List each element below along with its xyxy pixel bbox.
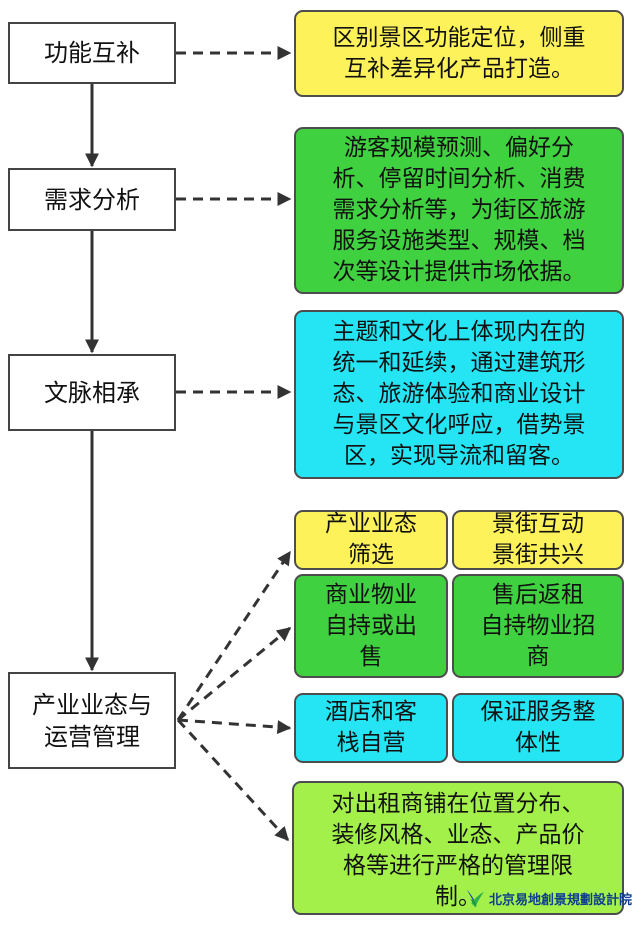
note-cultural-continuity: 主题和文化上体现内在的 统一和延续，通过建筑形 态、旅游体验和商业设计 与景区文… xyxy=(294,310,624,479)
note-demand-analysis: 游客规模预测、偏好分 析、停留时间分析、消费 需求分析等，为街区旅游 服务设施类… xyxy=(294,127,624,294)
dash-arrow-property xyxy=(177,626,292,722)
step-demand-analysis: 需求分析 xyxy=(8,168,176,231)
step-label: 产业业态与 运营管理 xyxy=(32,690,152,751)
op-tenant-management: 对出租商铺在位置分布、 装修风格、业态、产品价 格等进行严格的管理限 制。 xyxy=(292,781,624,915)
note-functional-complement: 区别景区功能定位，侧重 互补差异化产品打造。 xyxy=(294,10,624,97)
op-hotel-inn: 酒店和客 栈自营 xyxy=(294,693,448,763)
op-format-screening: 产业业态 筛选 xyxy=(294,510,448,570)
op-service-integrity: 保证服务整 体性 xyxy=(452,693,624,763)
watermark-text: 北京易地創景規劃設計院 xyxy=(488,892,632,908)
dash-arrow-format xyxy=(176,550,292,721)
op-commercial-property: 商业物业 自持或出 售 xyxy=(294,574,448,678)
op-scenic-interaction: 景街互动 景街共兴 xyxy=(452,510,624,570)
op-after-sale-leaseback: 售后返租 自持物业招 商 xyxy=(452,574,624,678)
step-label: 文脉相承 xyxy=(44,378,140,407)
step-label: 需求分析 xyxy=(44,185,140,214)
step-functional-complement: 功能互补 xyxy=(8,22,176,84)
dash-arrow-tenant xyxy=(176,718,290,842)
step-cultural-continuity: 文脉相承 xyxy=(8,354,176,431)
step-industry-operations: 产业业态与 运营管理 xyxy=(8,672,176,769)
watermark-logo: 北京易地創景規劃設計院 xyxy=(466,875,632,921)
step-label: 功能互补 xyxy=(44,39,140,67)
bird-logo-icon xyxy=(467,889,484,908)
dash-arrow-hotel xyxy=(177,718,292,735)
